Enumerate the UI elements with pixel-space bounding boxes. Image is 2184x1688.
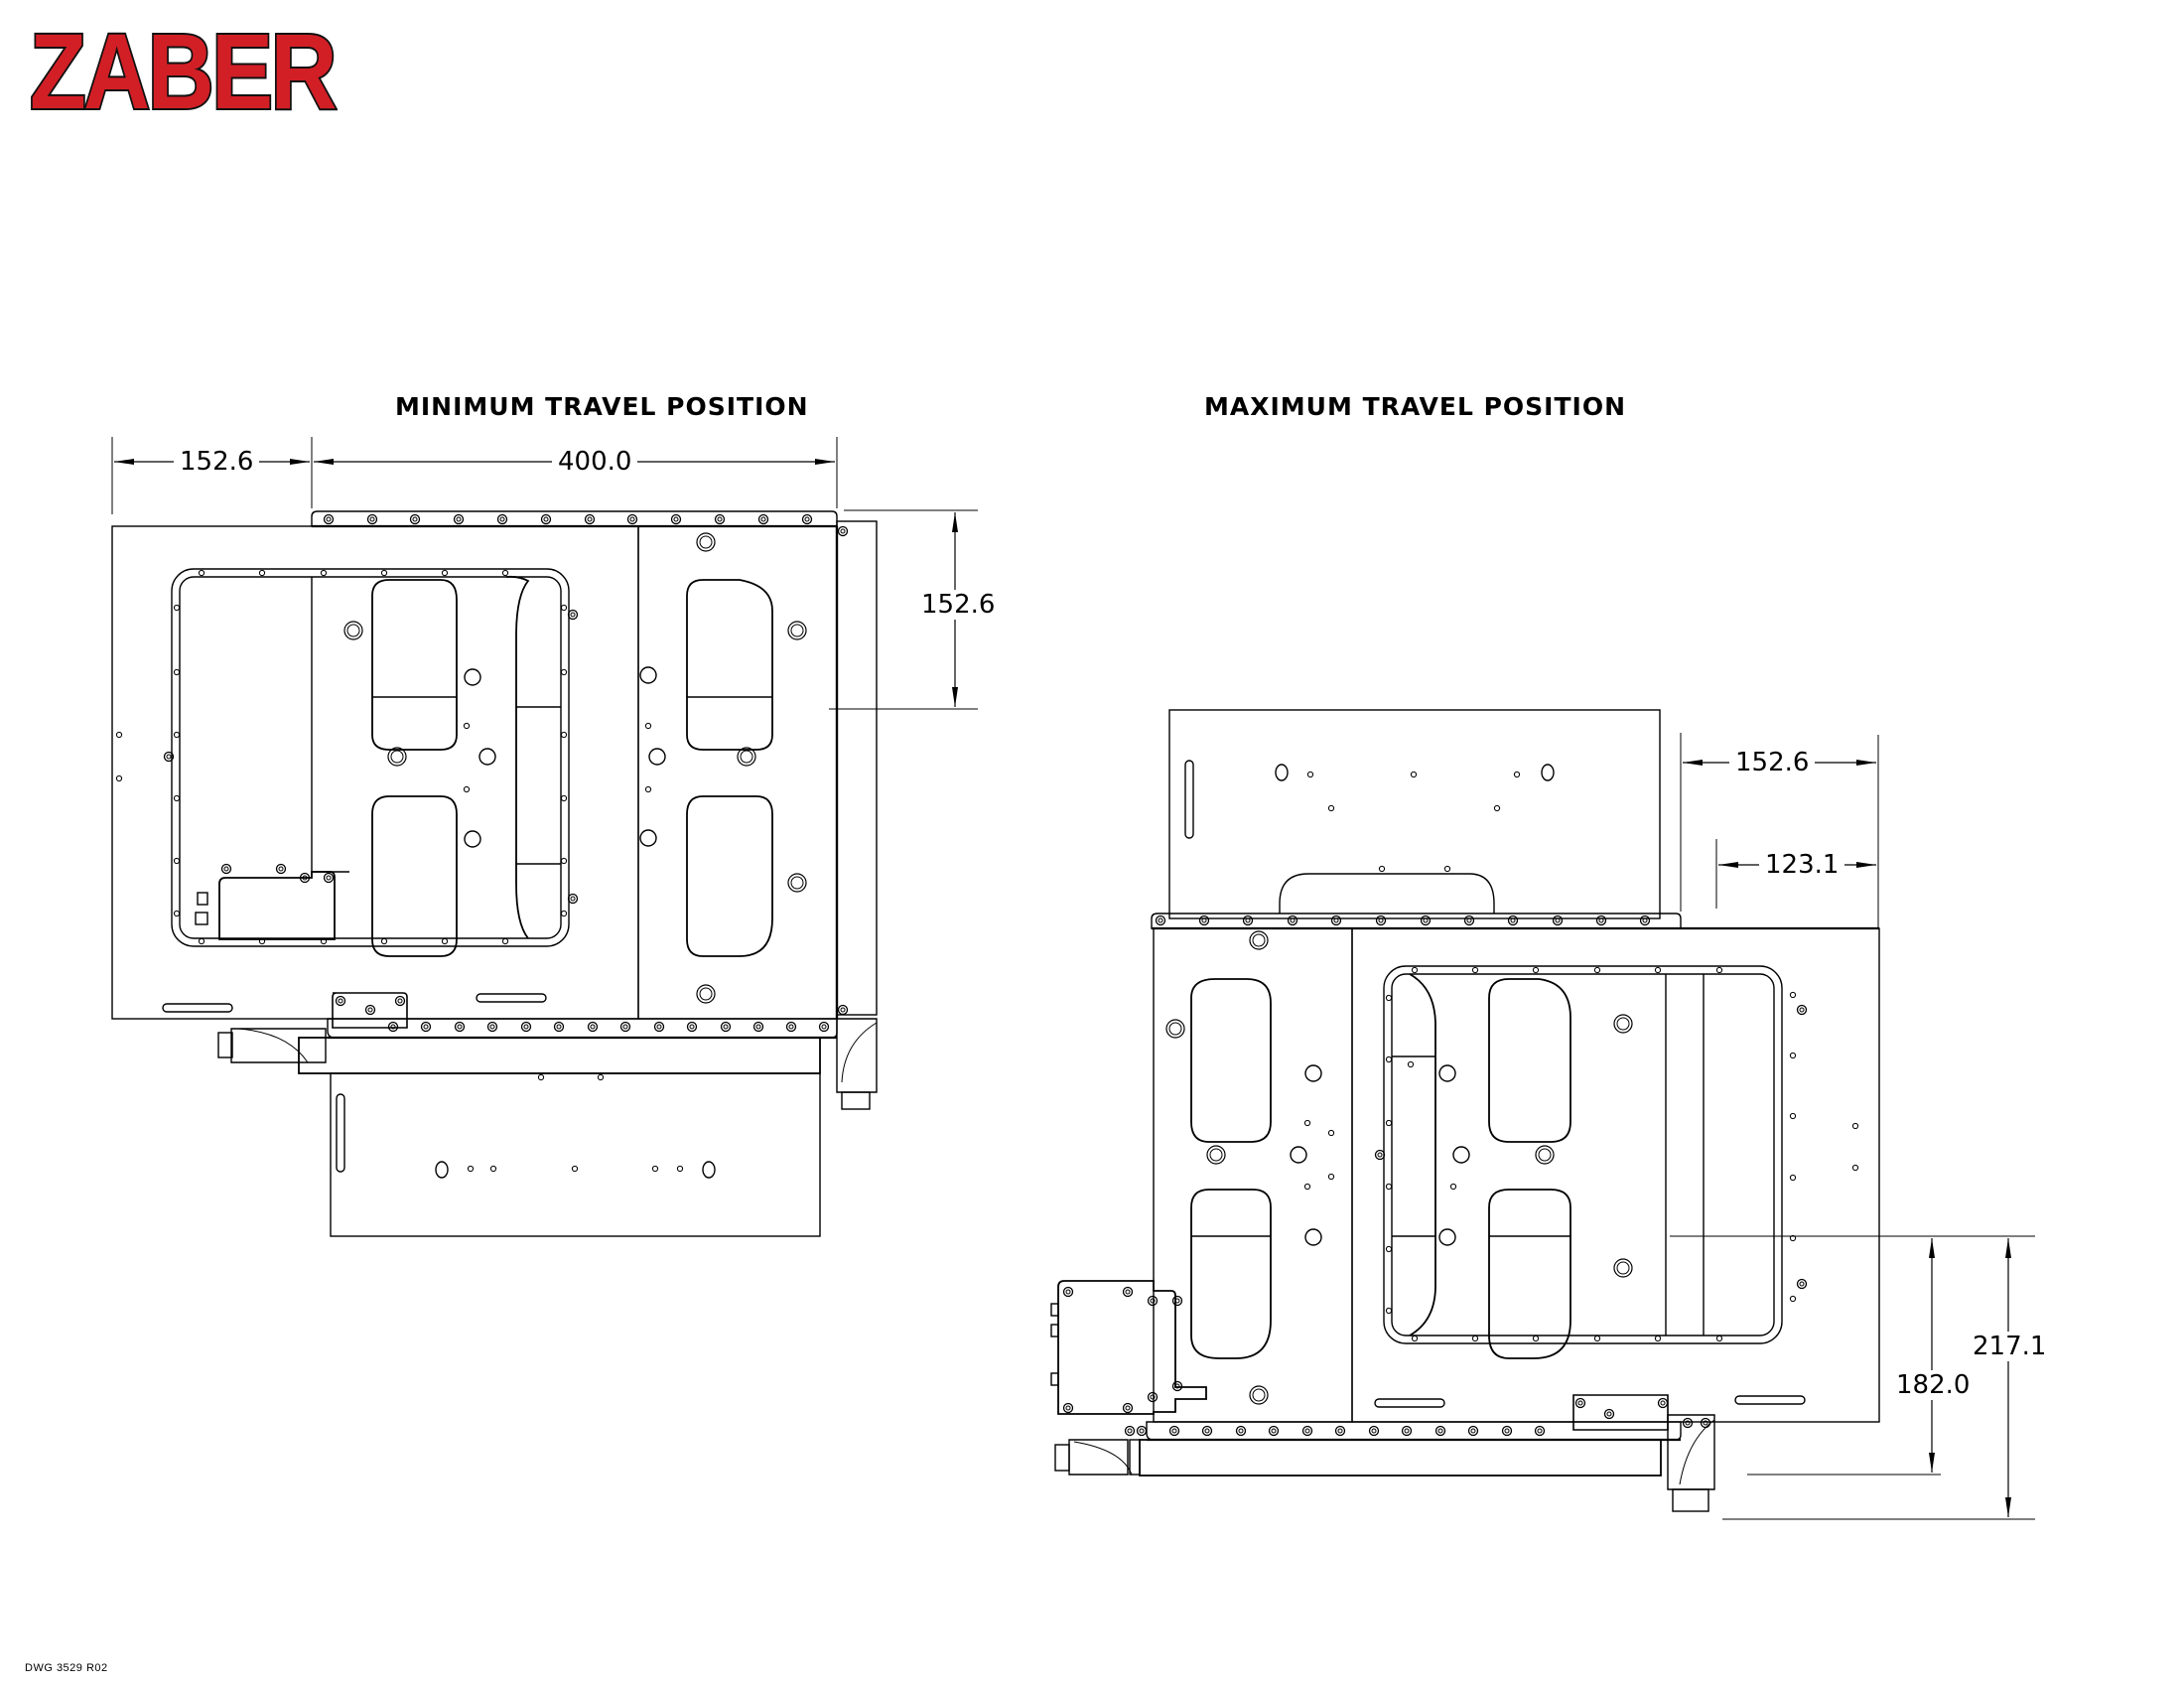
- view-title-minimum: MINIMUM TRAVEL POSITION: [395, 392, 809, 421]
- top-rail-screws: [323, 513, 813, 525]
- dim-min-travel: 400.0: [552, 447, 638, 477]
- maximum-travel-view: [1050, 709, 2035, 1520]
- dim-max-height-182: 182.0: [1890, 1370, 1977, 1400]
- dim-max-height-217: 217.1: [1967, 1332, 2053, 1361]
- drawing-number: DWG 3529 R02: [25, 1662, 108, 1674]
- logo-text: ZABER: [28, 11, 339, 131]
- zaber-logo: ZABER: [28, 16, 339, 127]
- dim-min-offset-vertical: 152.6: [915, 590, 1002, 620]
- dim-min-offset-horizontal: 152.6: [174, 447, 260, 477]
- view-title-maximum: MAXIMUM TRAVEL POSITION: [1204, 392, 1626, 421]
- minimum-travel-view: [111, 437, 978, 1237]
- dim-max-offset-123: 123.1: [1759, 850, 1845, 880]
- dim-max-offset-horizontal: 152.6: [1729, 748, 1816, 777]
